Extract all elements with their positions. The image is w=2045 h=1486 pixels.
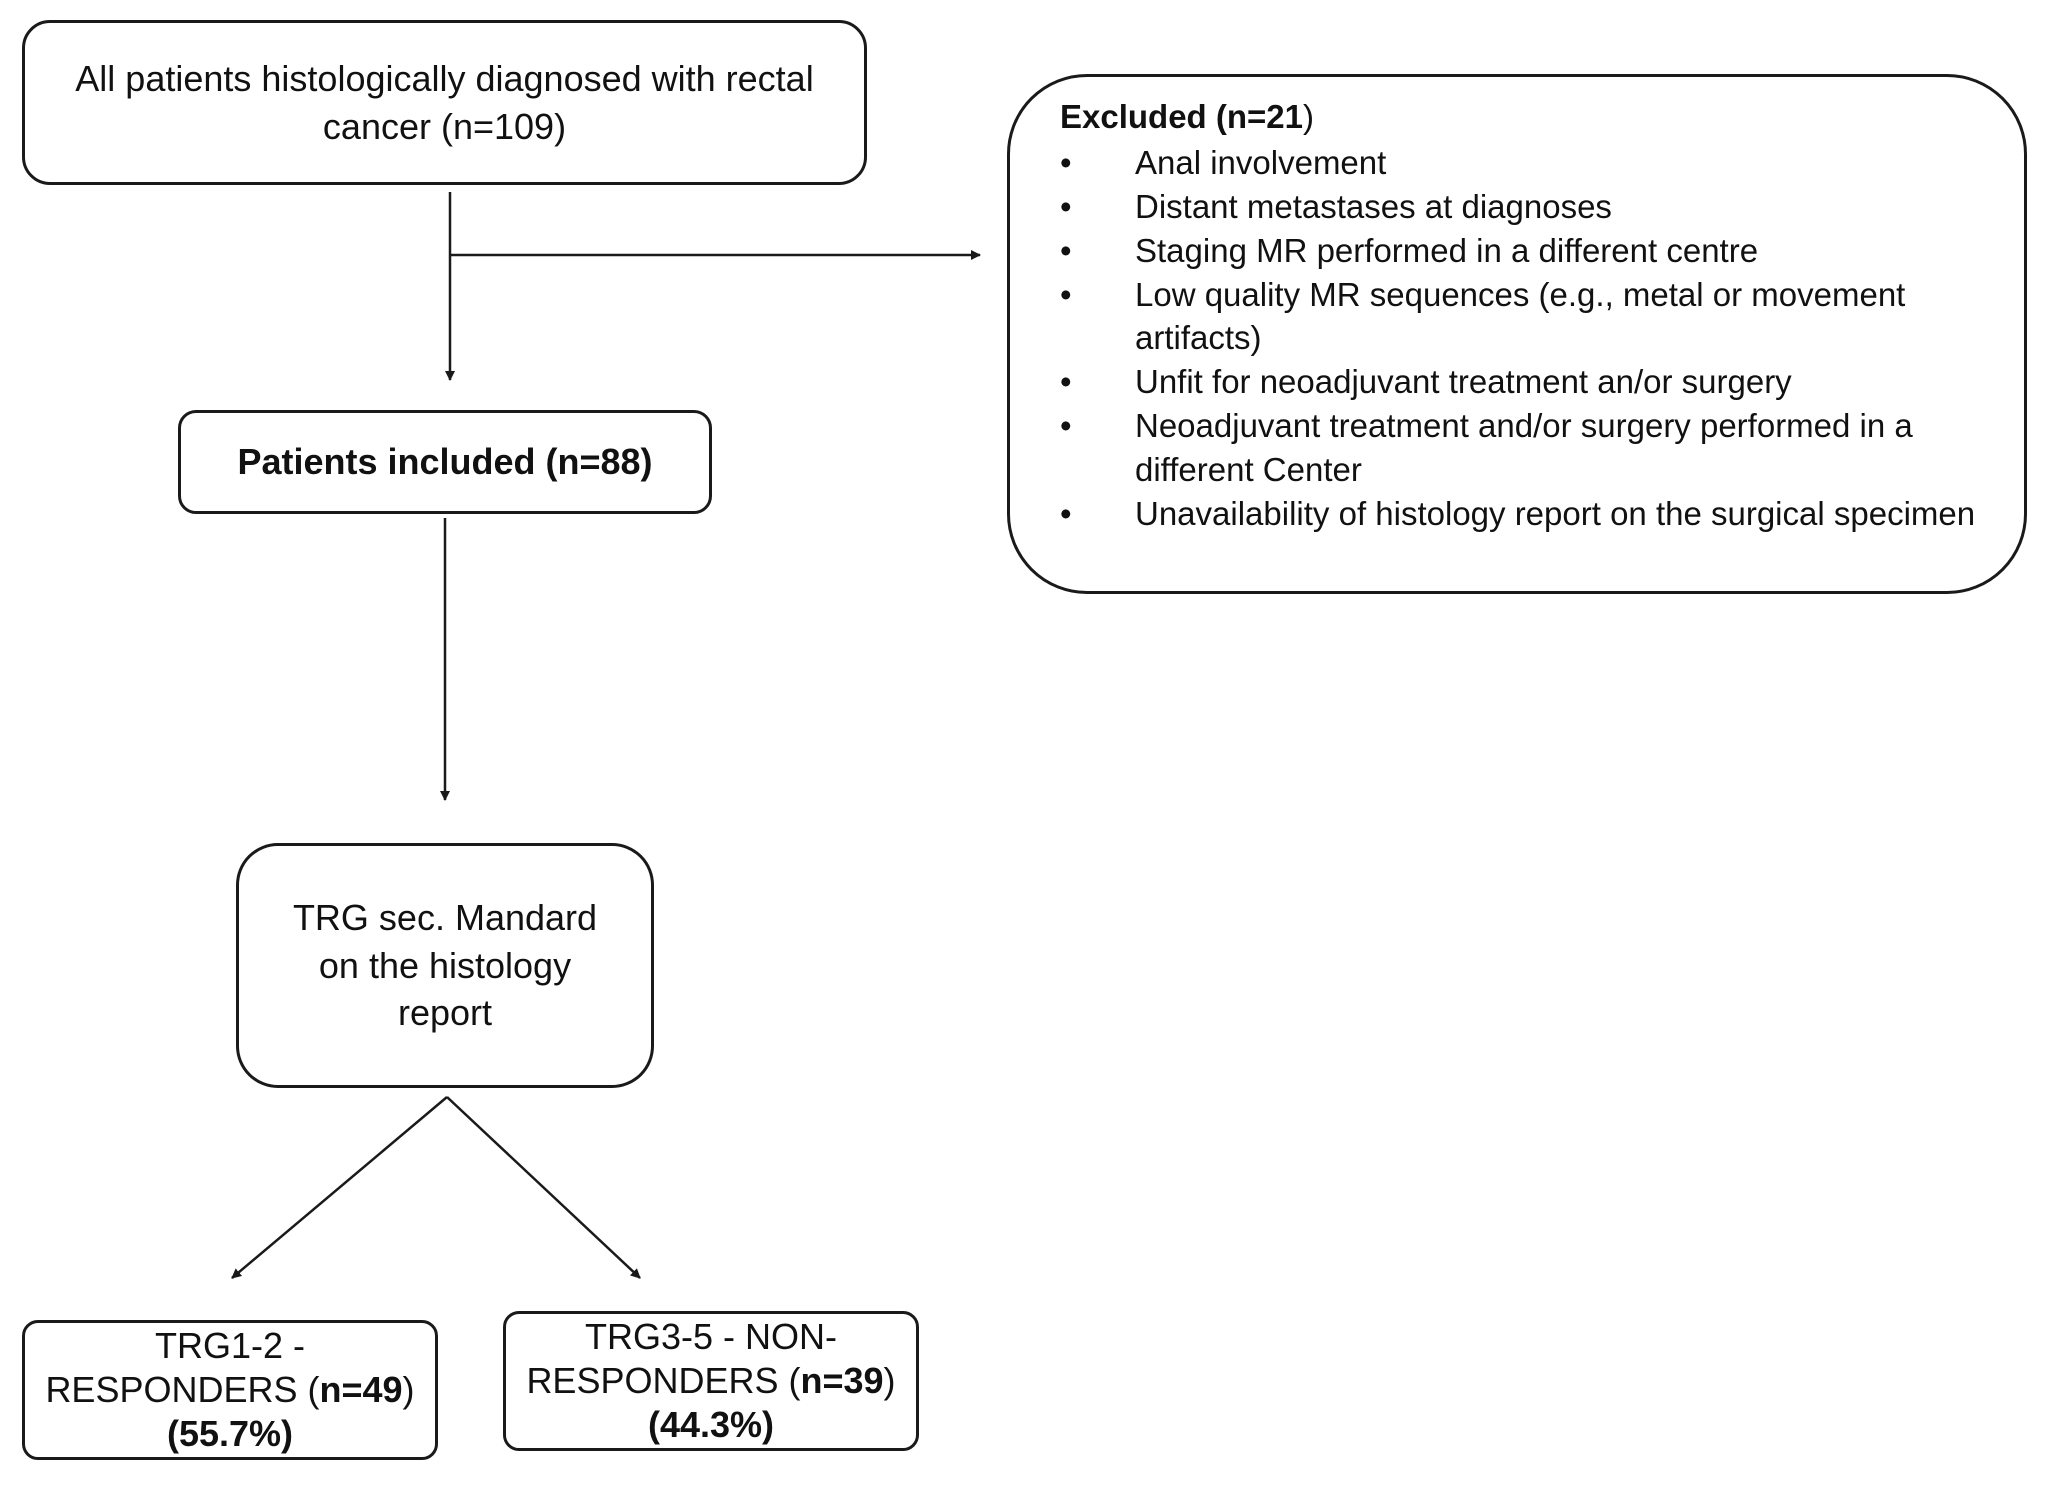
responders-box: TRG1-2 - RESPONDERS (n=49) (55.7%) bbox=[22, 1320, 438, 1460]
responders-text: TRG1-2 - RESPONDERS (n=49) (55.7%) bbox=[25, 1324, 435, 1456]
excluded-title-text: Excluded (n=21 bbox=[1060, 98, 1304, 135]
non-responders-label: TRG3-5 - NON-RESPONDERS ( bbox=[526, 1316, 837, 1402]
responders-pct: (55.7%) bbox=[166, 1412, 294, 1454]
trg-mandard-box: TRG sec. Mandard on the histology report bbox=[236, 843, 654, 1088]
excluded-box: Excluded (n=21) Anal involvement Distant… bbox=[1007, 74, 2027, 594]
non-responders-box: TRG3-5 - NON-RESPONDERS (n=39) (44.3%) bbox=[503, 1311, 919, 1451]
excluded-reason: Low quality MR sequences (e.g., metal or… bbox=[1060, 273, 1984, 361]
patients-included-box: Patients included (n=88) bbox=[178, 410, 712, 514]
patients-included-text: Patients included (n=88) bbox=[237, 441, 653, 483]
non-responders-n: n=39 bbox=[800, 1360, 884, 1402]
excluded-reason: Neoadjuvant treatment and/or surgery per… bbox=[1060, 404, 1984, 492]
excluded-title: Excluded (n=21) bbox=[1060, 95, 1984, 139]
excluded-reason: Staging MR performed in a different cent… bbox=[1060, 229, 1984, 273]
responders-n: n=49 bbox=[319, 1369, 403, 1411]
excluded-reason: Unfit for neoadjuvant treatment an/or su… bbox=[1060, 360, 1984, 404]
arrow-trg-to-non-responders bbox=[446, 1096, 641, 1279]
non-responders-pct: (44.3%) bbox=[647, 1403, 775, 1445]
arrow-trg-to-responders bbox=[231, 1096, 448, 1279]
non-responders-close: ) bbox=[883, 1360, 896, 1402]
all-patients-box: All patients histologically diagnosed wi… bbox=[22, 20, 867, 185]
trg-mandard-text: TRG sec. Mandard on the histology report bbox=[292, 897, 598, 1034]
excluded-reason: Distant metastases at diagnoses bbox=[1060, 185, 1984, 229]
all-patients-text: All patients histologically diagnosed wi… bbox=[75, 57, 814, 147]
excluded-title-close: ) bbox=[1303, 98, 1315, 135]
excluded-reason: Unavailability of histology report on th… bbox=[1060, 492, 1984, 536]
excluded-reason: Anal involvement bbox=[1060, 141, 1984, 185]
excluded-reasons-list: Anal involvement Distant metastases at d… bbox=[1060, 141, 1984, 536]
responders-close: ) bbox=[402, 1369, 415, 1411]
non-responders-text: TRG3-5 - NON-RESPONDERS (n=39) (44.3%) bbox=[506, 1315, 916, 1447]
responders-label: TRG1-2 - RESPONDERS ( bbox=[45, 1325, 320, 1411]
